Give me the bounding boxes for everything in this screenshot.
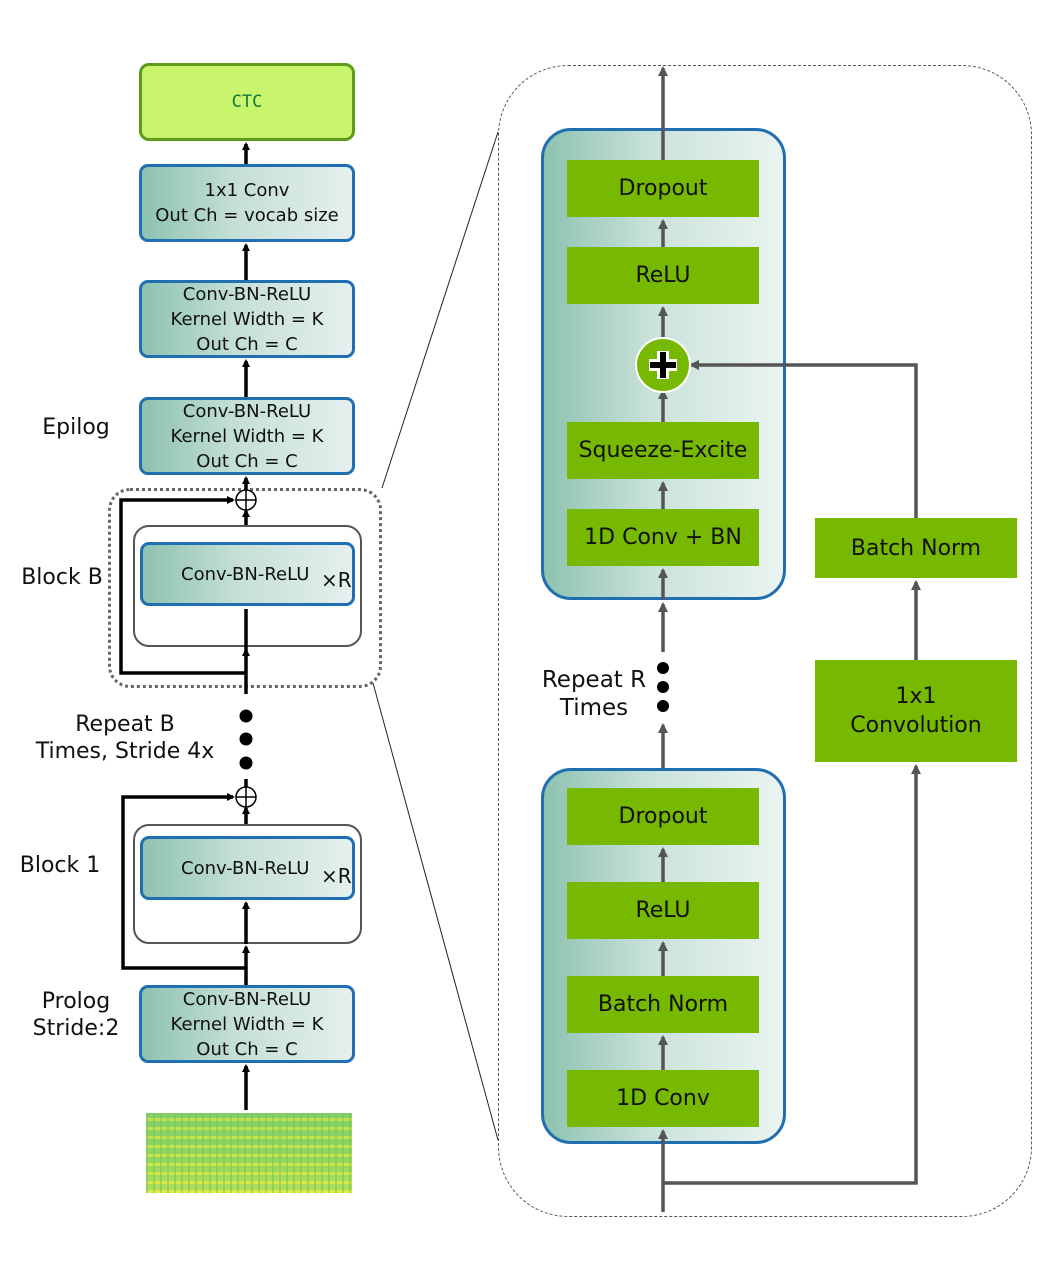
blockb-skip	[119, 496, 246, 675]
ctc-box: CTC	[139, 63, 355, 141]
residual-path-bottom	[663, 764, 921, 1185]
top-relu-label: ReLU	[635, 263, 691, 288]
epilog-conv-1-line-1: Conv-BN-ReLU	[182, 400, 312, 422]
squeeze-excite-label: Squeeze-Excite	[578, 438, 748, 463]
top-dropout-box: Dropout	[567, 160, 759, 217]
block-b-conv-label: Conv-BN-ReLU	[181, 563, 310, 585]
repeat-dot-3	[239, 756, 253, 770]
epilog-conv-1-line-3: Out Ch = C	[196, 450, 298, 472]
block-1-repeat-r: ×R	[321, 864, 352, 888]
repeat-dot-1	[239, 709, 253, 723]
prolog-conv-line-1: Conv-BN-ReLU	[182, 988, 312, 1010]
epilog-conv-2-line-1: Conv-BN-ReLU	[182, 283, 312, 305]
block-1-label: Block 1	[19, 853, 101, 878]
epilog-conv-1-line-2: Kernel Width = K	[170, 425, 324, 447]
block1-skip	[121, 793, 246, 970]
bottom-batchnorm-label: Batch Norm	[597, 992, 729, 1017]
repeat-r-dot-1	[657, 662, 669, 674]
prolog-conv-line-3: Out Ch = C	[196, 1038, 298, 1060]
repeat-r-label: Repeat R Times	[528, 666, 660, 722]
prolog-conv-box: Conv-BN-ReLU Kernel Width = K Out Ch = C	[139, 985, 355, 1063]
epilog-conv-2-line-2: Kernel Width = K	[170, 308, 324, 330]
prolog-conv-line-2: Kernel Width = K	[170, 1013, 324, 1035]
plus-icon	[635, 337, 691, 393]
bottom-conv-box: 1D Conv	[567, 1070, 759, 1127]
repeat-dot-2	[239, 732, 253, 746]
top-relu-box: ReLU	[567, 247, 759, 304]
conv-bn-box: 1D Conv + BN	[567, 509, 759, 566]
epilog-conv-2-box: Conv-BN-ReLU Kernel Width = K Out Ch = C	[139, 280, 355, 358]
repeat-b-line-1: Repeat B	[75, 712, 175, 737]
prolog-line-1: Prolog	[41, 989, 111, 1014]
bottom-batchnorm-box: Batch Norm	[567, 976, 759, 1033]
repeat-r-line-2: Times	[559, 695, 629, 721]
ctc-label: CTC	[231, 92, 263, 112]
bottom-relu-label: ReLU	[635, 898, 691, 923]
bottom-conv-label: 1D Conv	[616, 1086, 710, 1111]
zoom-line-top	[381, 131, 499, 489]
epilog-conv-1-box: Conv-BN-ReLU Kernel Width = K Out Ch = C	[139, 397, 355, 475]
residual-batchnorm-box: Batch Norm	[815, 518, 1017, 578]
repeat-b-label: Repeat B Times, Stride 4x	[20, 711, 230, 765]
residual-path-top	[689, 360, 918, 518]
epilog-label: Epilog	[42, 415, 110, 440]
zoom-panel	[498, 65, 1032, 1217]
repeat-b-line-2: Times, Stride 4x	[35, 739, 215, 764]
residual-batchnorm-label: Batch Norm	[850, 535, 982, 561]
residual-conv-line-1: 1x1	[895, 684, 937, 709]
block-b-conv-box: Conv-BN-ReLU	[140, 542, 355, 606]
spectrogram-image	[146, 1113, 352, 1193]
residual-conv-line-2: Convolution	[850, 713, 982, 738]
repeat-r-line-1: Repeat R	[541, 667, 647, 693]
conv-bn-label: 1D Conv + BN	[584, 525, 742, 550]
final-conv-box: 1x1 Conv Out Ch = vocab size	[139, 164, 355, 242]
final-conv-line-2: Out Ch = vocab size	[155, 205, 339, 226]
bottom-dropout-box: Dropout	[567, 788, 759, 845]
prolog-line-2: Stride:2	[32, 1016, 120, 1041]
bottom-dropout-label: Dropout	[618, 804, 708, 829]
squeeze-excite-box: Squeeze-Excite	[567, 422, 759, 479]
residual-conv-box: 1x1 Convolution	[815, 660, 1017, 762]
block-1-conv-label: Conv-BN-ReLU	[181, 857, 310, 879]
repeat-r-dot-2	[657, 681, 669, 693]
top-dropout-label: Dropout	[618, 176, 708, 201]
epilog-conv-2-line-3: Out Ch = C	[196, 333, 298, 355]
repeat-r-dot-3	[657, 700, 669, 712]
zoom-line-bottom	[372, 682, 499, 1141]
final-conv-line-1: 1x1 Conv	[204, 180, 290, 201]
block-1-conv-box: Conv-BN-ReLU	[140, 836, 355, 900]
block-b-repeat-r: ×R	[321, 568, 352, 592]
prolog-label: Prolog Stride:2	[22, 988, 130, 1042]
block-b-label: Block B	[21, 565, 103, 590]
bottom-relu-box: ReLU	[567, 882, 759, 939]
